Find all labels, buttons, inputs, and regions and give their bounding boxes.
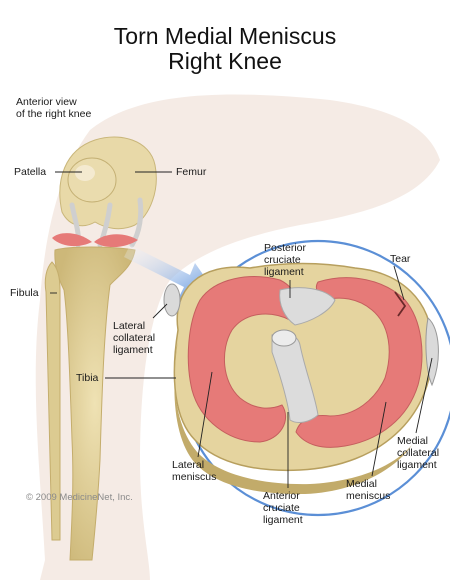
patella-highlight	[75, 165, 95, 181]
title-line-1: Torn Medial Meniscus	[113, 23, 337, 49]
leader-tear	[393, 265, 405, 301]
label-lateral-meniscus: Lateral meniscus	[172, 459, 217, 483]
patella-bone	[67, 157, 117, 203]
lateral-collateral-ligament-shape	[163, 283, 181, 317]
label-tear: Tear	[390, 253, 411, 265]
acl-stump	[271, 329, 297, 347]
medial-collateral-ligament-shape	[425, 317, 439, 387]
tibia-bone	[54, 246, 136, 561]
copyright-notice: © 2009 MedicineNet, Inc.	[26, 492, 133, 503]
leader-medial-collateral	[415, 357, 433, 434]
title-line-2: Right Knee	[168, 48, 282, 74]
label-fibula: Fibula	[10, 287, 39, 299]
label-medial-meniscus: Medial meniscus	[346, 478, 391, 502]
meniscus-anterior-lateral	[52, 233, 92, 247]
medial-meniscus-shape	[295, 277, 423, 448]
label-posterior-cruciate-ligament: Posterior cruciate ligament	[264, 242, 307, 278]
label-anterior-cruciate-ligament: Anterior cruciate ligament	[263, 490, 303, 526]
anterior-cruciate-ligament-shape	[271, 332, 319, 423]
leader-lateral-collateral	[152, 303, 168, 319]
label-medial-collateral-ligament: Medial collateral ligament	[397, 435, 440, 471]
label-femur: Femur	[176, 166, 207, 178]
label-patella: Patella	[14, 166, 47, 178]
view-caption-line-1: Anterior view	[16, 96, 77, 108]
leader-medial-meniscus	[371, 401, 387, 477]
fibula-bone	[44, 261, 61, 541]
posterior-cruciate-ligament-shape	[279, 287, 336, 326]
leader-lateral-meniscus	[197, 371, 213, 458]
view-caption-line-2: of the right knee	[16, 108, 92, 120]
meniscus-tear-line	[394, 291, 407, 317]
meniscus-anterior-medial	[94, 234, 138, 248]
label-tibia: Tibia	[76, 372, 99, 384]
label-lateral-collateral-ligament: Lateral collateral ligament	[113, 320, 156, 356]
